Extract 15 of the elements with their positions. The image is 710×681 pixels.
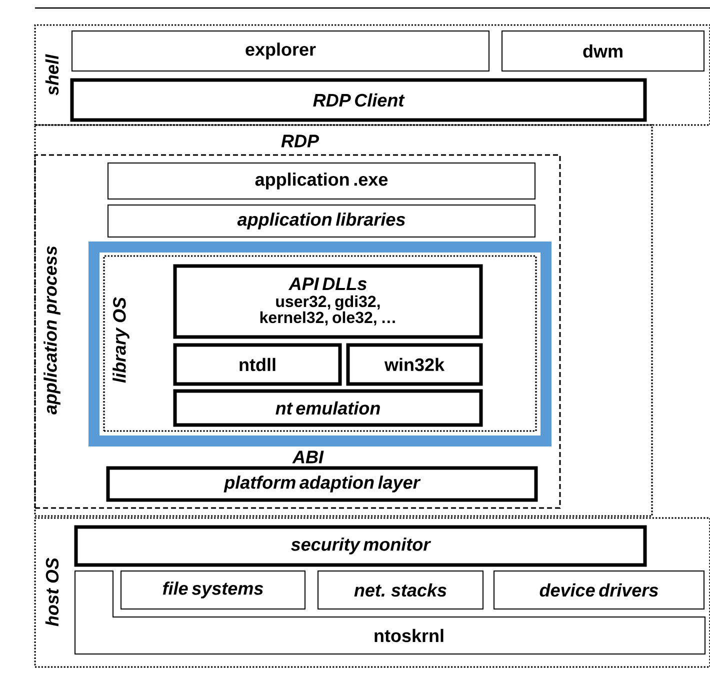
component-box: application .exe [108, 162, 536, 200]
component-box: platform adaption layer [106, 466, 538, 502]
component-box: win32k [346, 343, 483, 386]
component-box: RDP Client [70, 78, 647, 122]
component-box: file systems [120, 570, 306, 610]
component-box: security monitor [74, 525, 647, 567]
component-box: explorer [72, 30, 490, 72]
component-box: dwm [502, 30, 704, 72]
component-box: nt emulation [173, 389, 483, 427]
component-box: API DLLs user32, gdi32, kernel32, ole32, … [173, 264, 483, 339]
component-box: net. stacks [318, 570, 484, 610]
component-box: device drivers [494, 570, 704, 610]
component-box: ntdll [173, 343, 342, 386]
component-box: application libraries [108, 204, 536, 238]
interface-label: ABI [292, 450, 324, 464]
